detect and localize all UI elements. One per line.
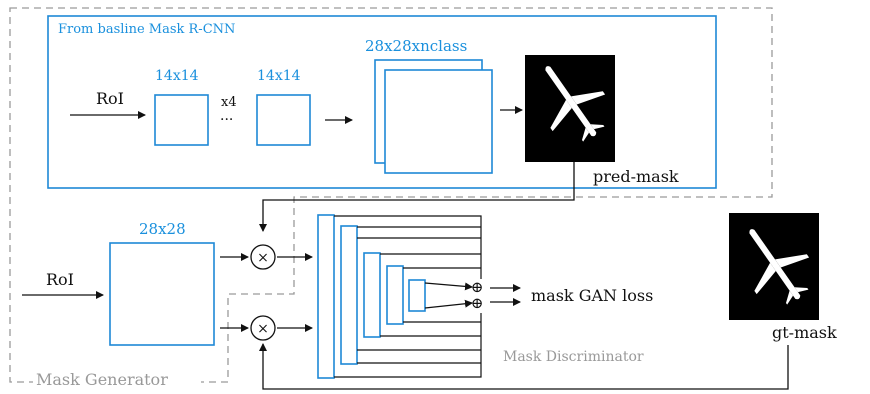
airplane-silhouette-icon (749, 229, 810, 305)
mask-discriminator (317, 214, 426, 379)
generator-label-bg (33, 368, 201, 390)
loss-label: mask GAN loss (531, 286, 653, 305)
generator-conv-label: 28x28 (139, 220, 186, 238)
gt-mask-image (729, 213, 819, 320)
gt-mask-label: gt-mask (772, 323, 837, 342)
disc-layer-2 (340, 225, 358, 365)
roi-bottom-label: RoI (46, 270, 74, 289)
multiply-top-symbol: × (257, 250, 269, 266)
repeat-label: x4 (221, 95, 237, 110)
generator-label: Mask Generator (36, 370, 168, 389)
discriminator-label: Mask Discriminator (503, 349, 644, 365)
multiply-node-top (250, 244, 276, 270)
pred-mask-label: pred-mask (593, 167, 679, 186)
conv1-box (154, 94, 209, 146)
baseline-maskrcnn-box (47, 15, 717, 189)
skip-connections-bottom (334, 299, 482, 378)
roi-top-label: RoI (96, 89, 124, 108)
skip-connections-top (334, 215, 482, 291)
baseline-box-title: From basline Mask R-CNN (58, 22, 235, 37)
plus-node-bottom: ⊕ (471, 294, 484, 312)
disc-layer-3 (363, 252, 381, 338)
conv1-label: 14x14 (155, 68, 199, 84)
disc-layer-4 (386, 265, 404, 325)
repeat-dots: ··· (220, 112, 233, 128)
predmask-to-multiply-path (259, 162, 575, 232)
gtmask-to-multiply-path (259, 343, 789, 390)
conv2-box (256, 94, 311, 146)
plus-node-top: ⊕ (471, 278, 484, 296)
disc-layer-5 (408, 279, 426, 312)
stack-label: 28x28xnclass (365, 37, 467, 55)
disc-layer-1 (317, 214, 335, 379)
conv2-label: 14x14 (257, 68, 301, 84)
generator-conv-box (109, 242, 215, 346)
stack-front (384, 69, 493, 174)
multiply-bottom-symbol: × (257, 321, 269, 337)
multiply-node-bottom (250, 315, 276, 341)
pred-mask-image (525, 55, 615, 162)
airplane-silhouette-icon (545, 66, 606, 142)
